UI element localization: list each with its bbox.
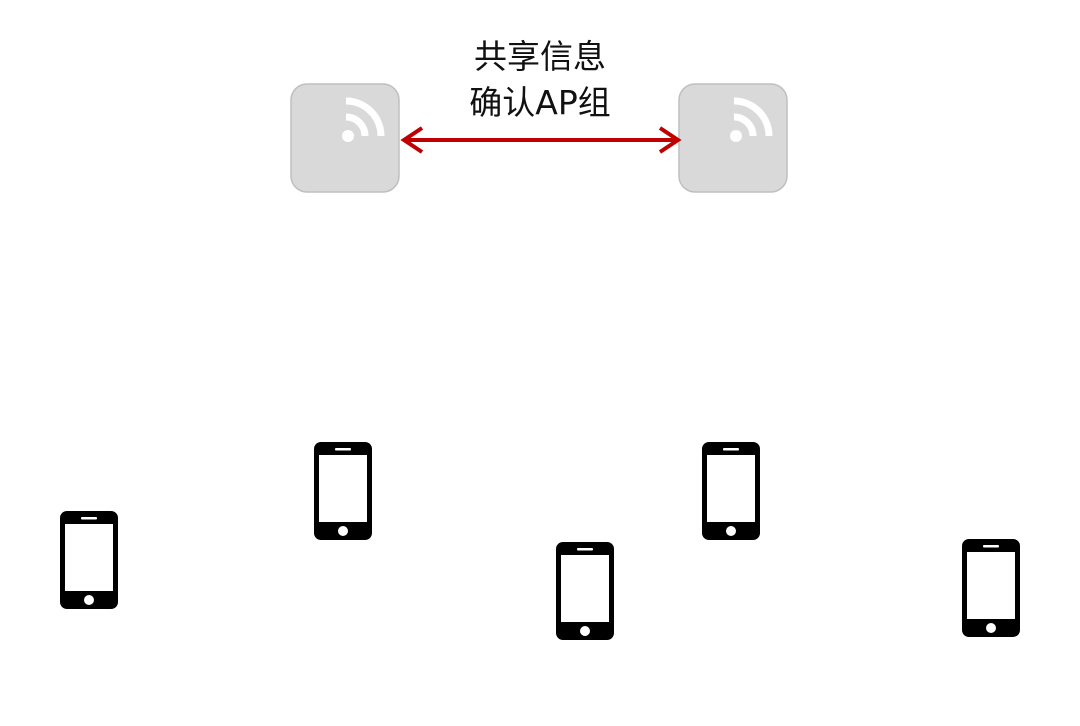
smartphone-icon: [314, 442, 372, 540]
client-phone-2: [314, 442, 372, 540]
link-caption: 共享信息 确认AP组: [440, 34, 640, 126]
caption-line-1: 共享信息: [474, 37, 606, 76]
wifi-access-point-icon: [678, 83, 788, 193]
access-point-left: [290, 83, 400, 193]
client-phone-5: [962, 539, 1020, 637]
ap-link-arrow: [400, 126, 682, 154]
smartphone-icon: [962, 539, 1020, 637]
client-phone-4: [702, 442, 760, 540]
access-point-right: [678, 83, 788, 193]
smartphone-icon: [556, 542, 614, 640]
arrow-head-right-icon: [658, 126, 682, 154]
arrow-head-left-icon: [400, 126, 424, 154]
client-phone-1: [60, 511, 118, 609]
caption-line-2: 确认AP组: [469, 83, 611, 122]
smartphone-icon: [60, 511, 118, 609]
client-phone-3: [556, 542, 614, 640]
smartphone-icon: [702, 442, 760, 540]
wifi-access-point-icon: [290, 83, 400, 193]
